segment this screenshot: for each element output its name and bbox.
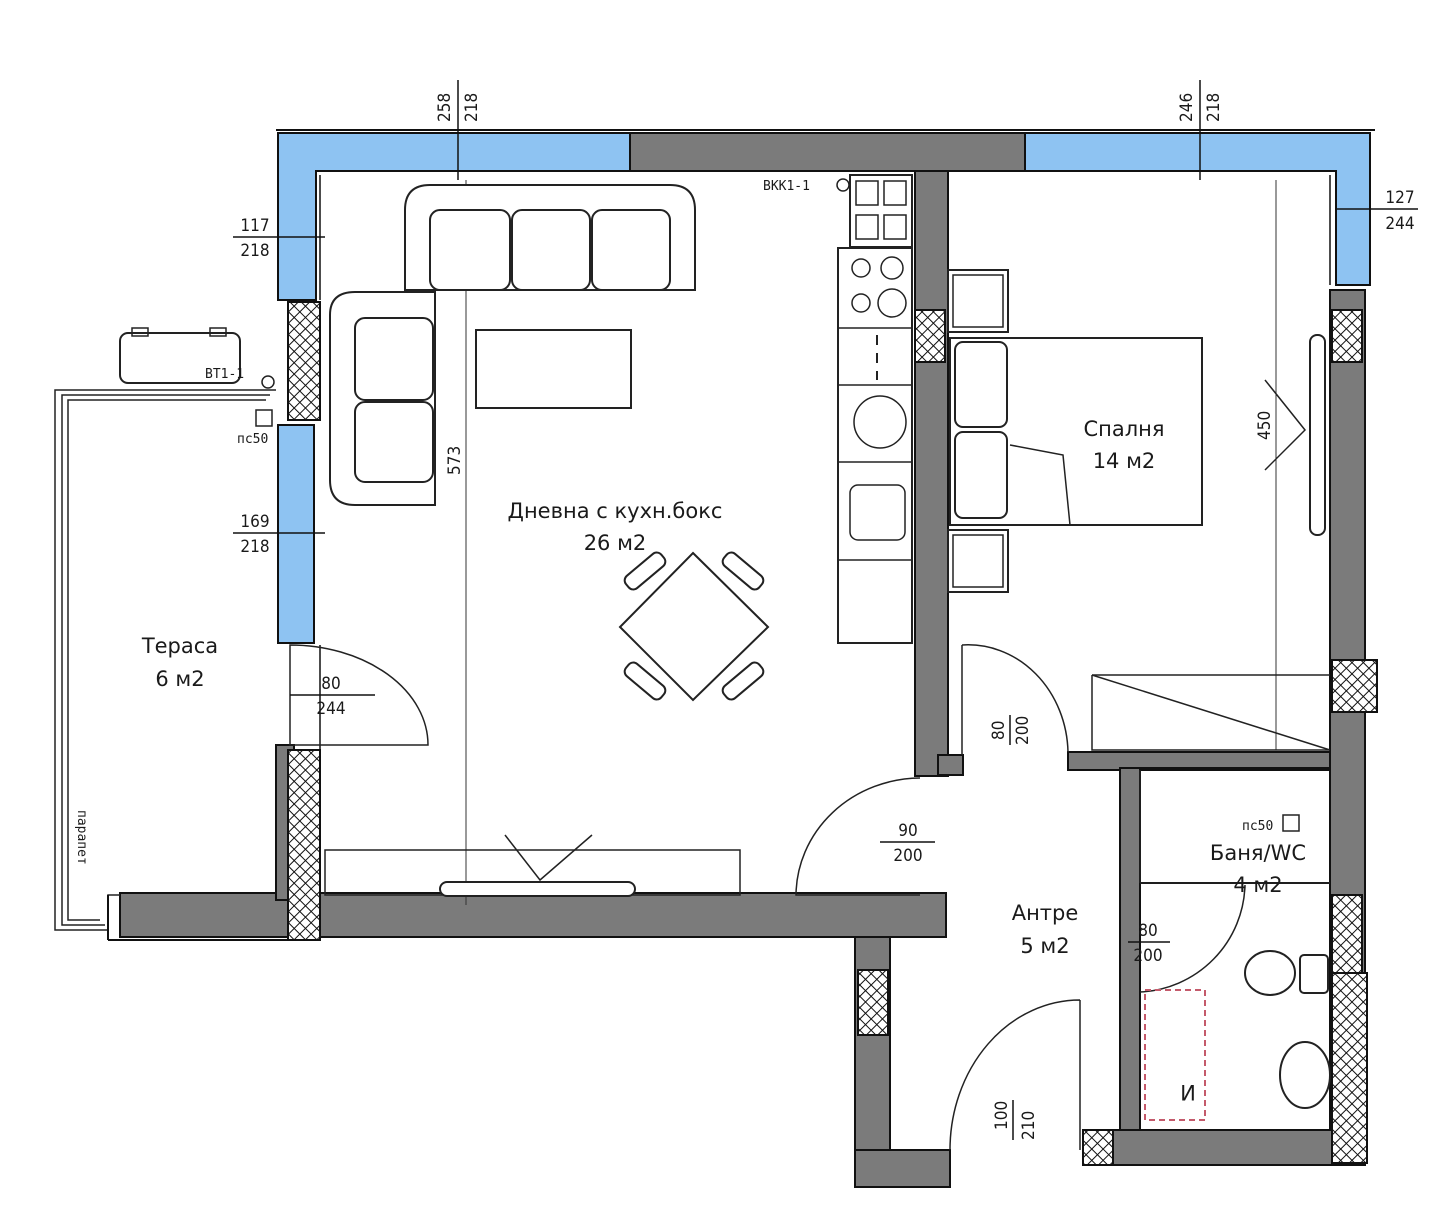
dim-left-upper-a: 117 <box>240 216 269 236</box>
dim-terrace-door-a: 80 <box>321 674 340 694</box>
vent-terrace-icon <box>261 375 275 389</box>
bottom-wall-living <box>119 892 947 938</box>
tag-drain-bath: пс50 <box>1242 819 1273 834</box>
dim-entrance-door-a: 100 <box>992 1101 1012 1130</box>
column-right-middle <box>1331 659 1378 713</box>
nightstand-bottom <box>947 529 1009 593</box>
furniture <box>119 174 1331 1121</box>
fridge <box>849 174 913 248</box>
dim-bedroom-height: 450 <box>1255 411 1275 440</box>
ac-unit <box>119 332 241 384</box>
nightstand-top <box>947 269 1009 333</box>
windows <box>277 132 1371 644</box>
door-bedroom[interactable] <box>961 644 1069 755</box>
bedroom-door-jamb <box>937 754 964 776</box>
dim-living-height: 573 <box>445 446 465 475</box>
vent-kitchen-icon <box>836 178 850 192</box>
column-bath-bottom <box>1082 1129 1114 1166</box>
column-entrance <box>857 969 889 1036</box>
dim-entrance-door-b: 210 <box>1019 1111 1039 1140</box>
column-left-upper <box>287 301 321 421</box>
tv-stand <box>504 834 593 882</box>
terrace-area: 6 м2 <box>155 667 204 691</box>
door-living[interactable] <box>795 777 921 896</box>
partition-living-bedroom <box>914 170 949 777</box>
dim-top-right-a: 246 <box>1177 93 1197 122</box>
bedroom-name: Спалня <box>1083 417 1164 441</box>
dim-left-lower-b: 218 <box>240 537 269 557</box>
bath-area: 4 м2 <box>1233 873 1282 897</box>
columns <box>287 301 1378 1166</box>
inner-lines <box>319 180 1331 905</box>
dim-living-door-b: 200 <box>893 846 922 866</box>
dim-top-left-b: 218 <box>462 93 482 122</box>
door-terrace[interactable] <box>289 644 429 746</box>
bedroom-area: 14 м2 <box>1093 449 1156 473</box>
kitchen-counter <box>837 247 913 644</box>
column-right-bath <box>1331 894 1363 974</box>
dim-terrace-door-b: 244 <box>316 699 345 719</box>
dim-bedroom-door-b: 200 <box>1013 716 1033 745</box>
column-left-lower <box>287 749 321 941</box>
dim-top-right-b: 218 <box>1204 93 1224 122</box>
tag-parapet: парапет <box>74 810 89 865</box>
hall-area: 5 м2 <box>1020 934 1069 958</box>
dim-right-a: 127 <box>1385 188 1414 208</box>
door-bath[interactable] <box>1139 884 1246 993</box>
bath-name: Баня/WC <box>1210 841 1306 865</box>
window-left-lower <box>277 424 315 644</box>
door-entrance[interactable] <box>949 999 1081 1151</box>
drain-terrace-icon <box>255 409 273 427</box>
dim-living-door-a: 90 <box>898 821 917 841</box>
tv <box>439 881 636 897</box>
kitchen-sink <box>849 484 906 541</box>
dim-left-upper-b: 218 <box>240 241 269 261</box>
entrance-bottom-wall <box>854 1149 951 1188</box>
column-right-bottom <box>1331 972 1368 1164</box>
boiler <box>1144 989 1206 1121</box>
tag-vent-terrace: ВТ1-1 <box>205 367 244 382</box>
top-wall-center <box>629 132 1026 172</box>
hall-name: Антре <box>1012 901 1079 925</box>
tag-boiler: И <box>1180 1080 1196 1104</box>
dining-table <box>618 551 770 702</box>
dim-top-left-a: 258 <box>435 93 455 122</box>
tag-vent-kitchen: ВКК1-1 <box>763 179 810 194</box>
living-room-name: Дневна с кухн.бокс <box>508 499 723 523</box>
tag-drain-terrace: пс50 <box>237 432 268 447</box>
terrace-name: Тераса <box>141 634 218 658</box>
dim-right-b: 244 <box>1385 214 1414 234</box>
window-top-right <box>1024 132 1371 286</box>
dim-left-lower-a: 169 <box>240 512 269 532</box>
drain-bath-icon <box>1282 814 1300 832</box>
living-room-area: 26 м2 <box>584 531 647 555</box>
washing-machine <box>853 395 907 449</box>
column-right-upper <box>1331 309 1363 363</box>
washbasin <box>1279 1041 1331 1109</box>
bath-shaft <box>1139 767 1331 884</box>
column-partition <box>914 309 946 363</box>
dimension-lines <box>233 80 1418 1140</box>
coffee-table <box>475 329 632 409</box>
doors <box>289 644 1246 1151</box>
radiator <box>1309 334 1326 536</box>
bath-bottom-wall <box>1084 1129 1366 1166</box>
toilet <box>1244 950 1296 996</box>
terrace-outline <box>54 389 290 941</box>
window-top-left <box>277 132 631 301</box>
dim-bedroom-door-a: 80 <box>989 721 1009 740</box>
dim-bath-door-b: 200 <box>1133 946 1162 966</box>
dim-bath-door-a: 80 <box>1138 921 1157 941</box>
labels: Дневна с кухн.бокс 26 м2 Спалня 14 м2 Те… <box>74 93 1415 1140</box>
